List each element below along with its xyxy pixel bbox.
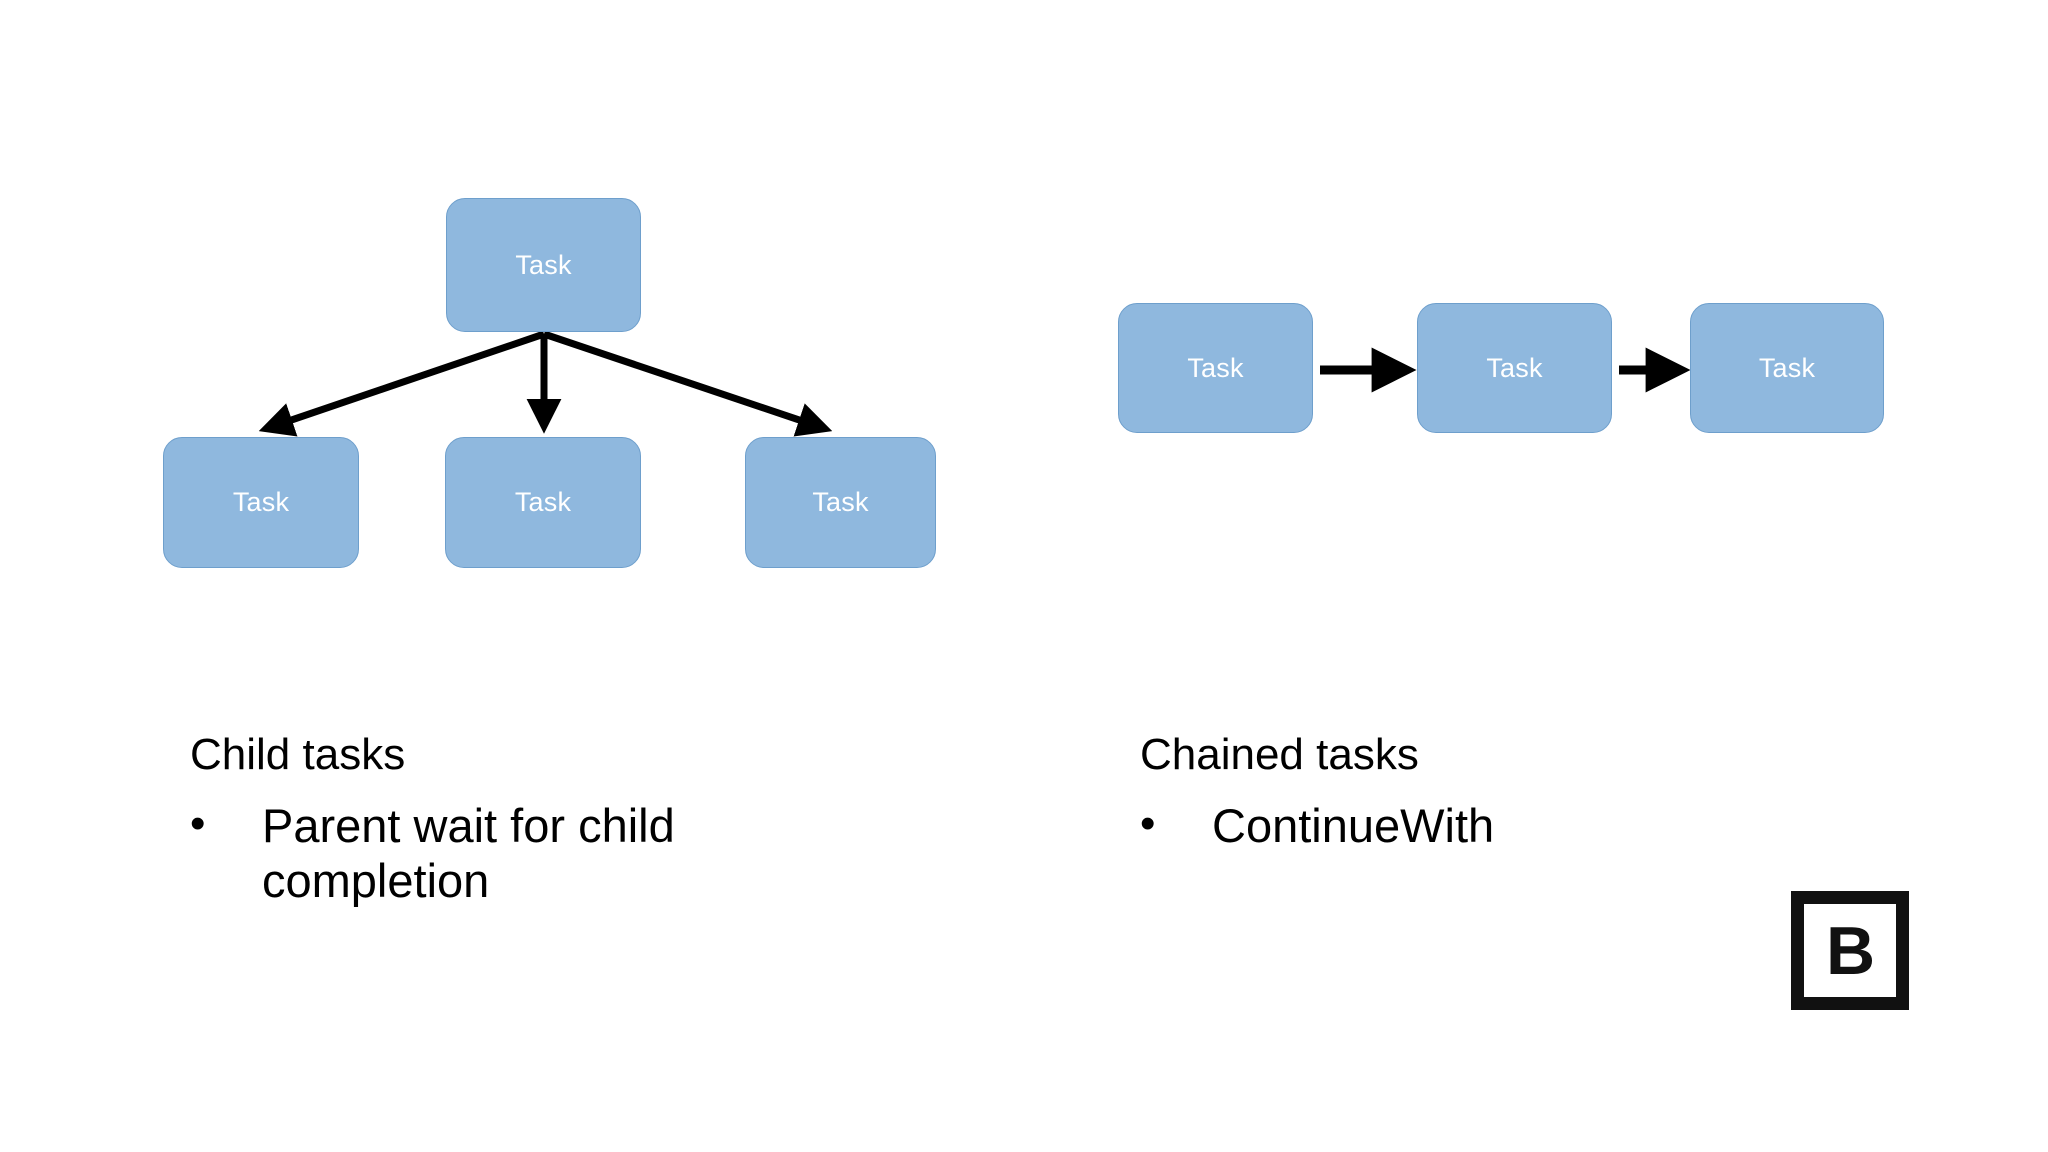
arrow-parent-to-child-1	[258, 330, 546, 437]
task-box-parent[interactable]: Task	[446, 198, 641, 332]
child-tasks-bullet-text: Parent wait for child completion	[262, 798, 675, 908]
task-box-label: Task	[1187, 352, 1244, 383]
task-box-label: Task	[232, 487, 290, 517]
chained-tasks-text-block: Chained tasks • ContinueWith	[1140, 728, 1760, 853]
chained-tasks-bullet-text: ContinueWith	[1212, 798, 1495, 852]
arrow-parent-to-child-3	[542, 330, 833, 437]
task-box-child-3[interactable]: Task	[745, 437, 936, 568]
task-box-label: Task	[812, 487, 869, 517]
task-box-label: Task	[1758, 352, 1816, 383]
child-tasks-bullet-item: • Parent wait for child completion	[190, 798, 830, 909]
task-box-label: Task	[514, 487, 572, 517]
task-box-child-2[interactable]: Task	[445, 437, 641, 568]
bullet-marker-icon: •	[1140, 798, 1156, 848]
child-tasks-heading: Child tasks	[190, 730, 406, 779]
brand-logo-letter: B	[1825, 912, 1875, 989]
task-box-chain-1[interactable]: Task	[1118, 303, 1313, 433]
task-box-chain-3[interactable]: Task	[1690, 303, 1884, 433]
bullet-marker-icon: •	[190, 798, 206, 848]
chained-tasks-bullet-item: • ContinueWith	[1140, 798, 1760, 853]
task-box-chain-2[interactable]: Task	[1417, 303, 1612, 433]
chained-tasks-heading: Chained tasks	[1140, 730, 1419, 779]
brand-logo-icon: B	[1791, 891, 1909, 1010]
child-tasks-text-block: Child tasks • Parent wait for child comp…	[190, 728, 830, 909]
task-box-child-1[interactable]: Task	[163, 437, 359, 568]
task-box-label: Task	[1486, 352, 1543, 383]
task-box-label: Task	[515, 249, 572, 280]
